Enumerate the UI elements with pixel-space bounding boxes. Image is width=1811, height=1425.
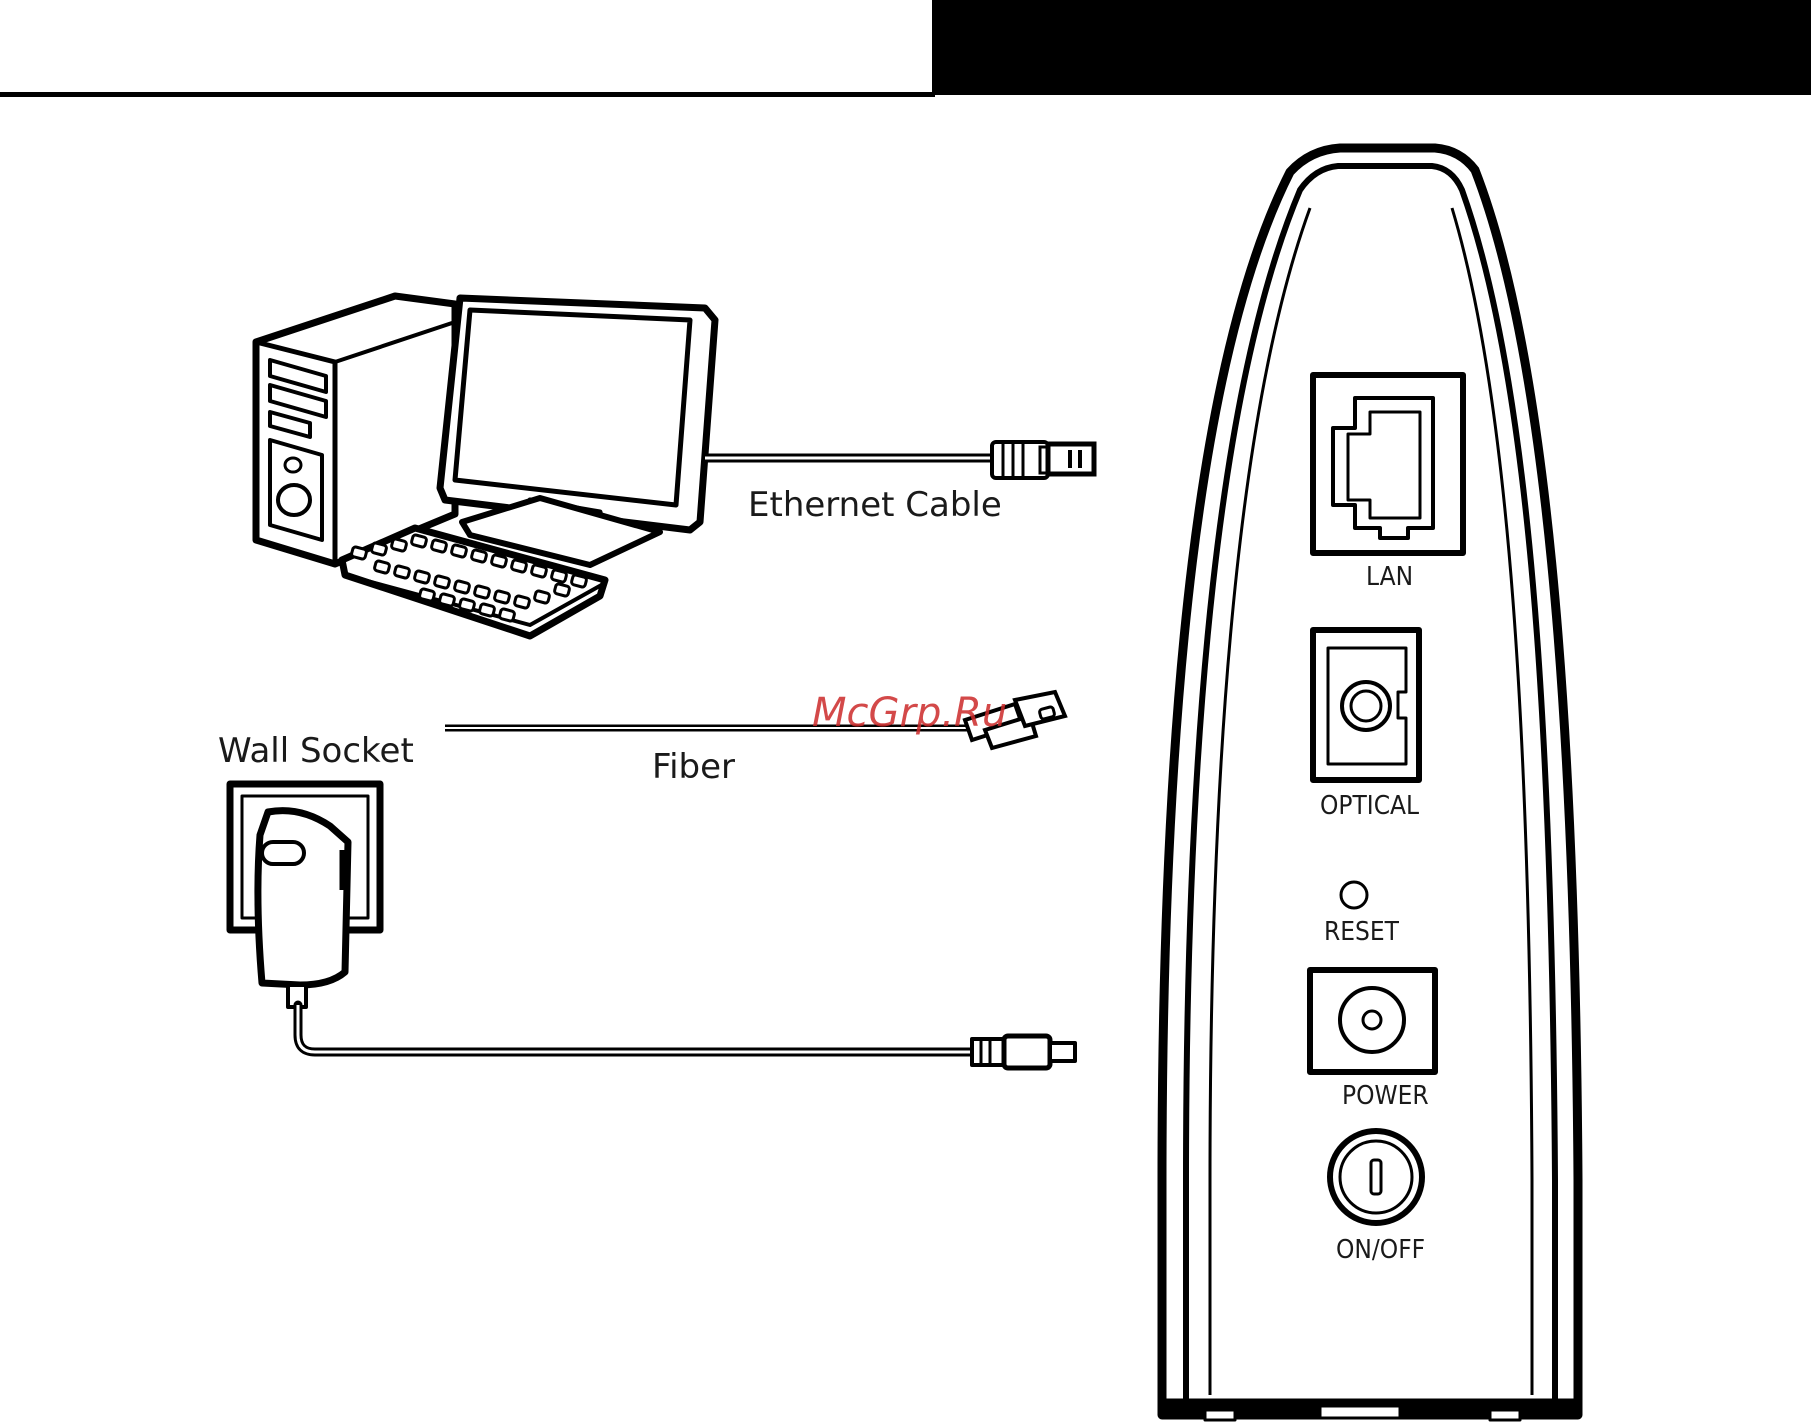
power-switch-icon xyxy=(1371,1160,1381,1194)
power-label: POWER xyxy=(1342,1081,1429,1111)
ethernet-cable-label: Ethernet Cable xyxy=(748,485,1002,525)
power-port xyxy=(1310,970,1435,1072)
on-off-switch xyxy=(1330,1131,1422,1223)
page-header xyxy=(0,0,1811,97)
on-off-label: ON/OFF xyxy=(1336,1235,1425,1265)
computer-illustration xyxy=(256,296,715,636)
lan-port xyxy=(1313,375,1463,553)
power-plug-icon xyxy=(972,1036,1075,1068)
rj45-plug-icon xyxy=(992,442,1094,478)
device-base xyxy=(1162,1400,1578,1420)
ethernet-cable xyxy=(705,442,1094,478)
optical-port-label: OPTICAL xyxy=(1320,791,1419,821)
header-rule xyxy=(0,92,935,97)
ont-device: LAN OPTICAL RESET POWER ON/OFF xyxy=(1162,148,1578,1420)
pc-tower-icon xyxy=(256,296,455,564)
lan-port-label: LAN xyxy=(1366,562,1413,592)
optical-port xyxy=(1313,630,1419,780)
header-black-bar xyxy=(932,0,1811,95)
fiber-label: Fiber xyxy=(652,747,735,787)
power-cord xyxy=(298,1005,980,1052)
power-adapter-icon xyxy=(258,811,348,1007)
monitor-icon xyxy=(440,298,715,565)
reset-button-icon xyxy=(1341,882,1367,908)
watermark: McGrp.Ru xyxy=(812,690,1007,736)
reset-label: RESET xyxy=(1324,917,1400,947)
wall-socket-label: Wall Socket xyxy=(218,731,414,771)
wall-socket-illustration xyxy=(230,784,1075,1068)
